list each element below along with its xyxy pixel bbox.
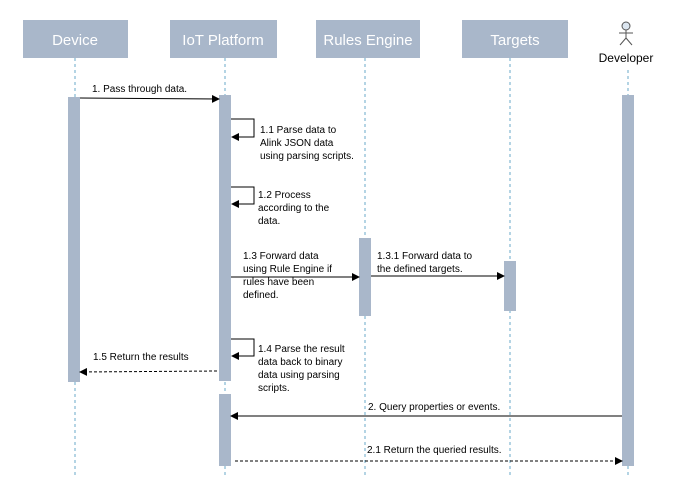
message-1-1-self-arrow [231,118,255,141]
participant-iot-platform: IoT Platform [170,20,277,58]
message-2-1-label: 2.1 Return the queried results. [367,445,502,456]
message-1-5-label: 1.5 Return the results [93,352,189,363]
developer-activation [622,95,634,466]
message-1-4-self-arrow [231,338,255,360]
developer-actor-icon [619,21,633,46]
participant-targets-label: Targets [490,32,539,49]
iot-activation-2 [219,394,231,466]
message-1-3-1-label: 1.3.1 Forward data to the defined target… [377,251,475,275]
message-1-5-arrow [79,367,218,376]
message-1-label: 1. Pass through data. [92,84,187,95]
participant-rules-engine-label: Rules Engine [323,32,412,49]
targets-activation [504,261,516,311]
rules-engine-activation [359,238,371,316]
developer-actor-label: Developer [599,51,654,65]
participant-iot-platform-label: IoT Platform [182,32,263,49]
participant-device-label: Device [52,32,98,49]
message-1-3-label: 1.3 Forward data using Rule Engine if ru… [243,251,335,301]
device-activation [68,97,80,382]
iot-activation-1 [219,95,231,381]
message-1-2-label: 1.2 Process according to the data. [258,190,332,227]
participant-rules-engine: Rules Engine [316,20,420,58]
message-1-4-label: 1.4 Parse the result data back to binary… [258,344,348,394]
message-1-1-label: 1.1 Parse data to Alink JSON data using … [260,125,354,162]
participant-device: Device [23,20,128,58]
message-1-2-self-arrow [231,186,255,208]
participant-targets: Targets [462,20,568,58]
message-1-arrow [79,94,220,103]
message-2-label: 2. Query properties or events. [368,402,500,413]
